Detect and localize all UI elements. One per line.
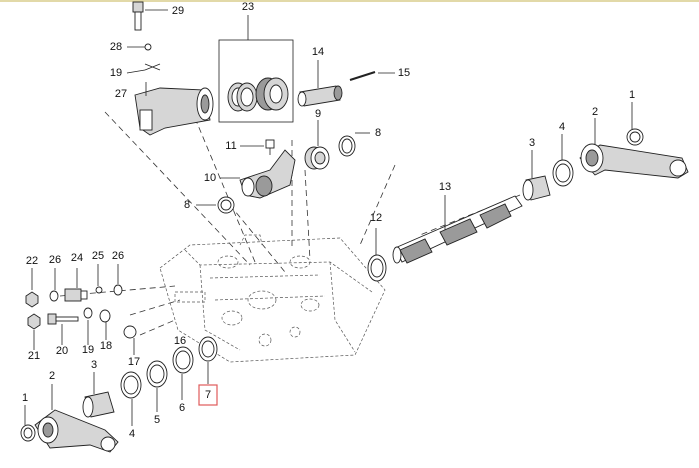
part-25-washer [95,264,103,294]
callout-5: 5 [154,414,160,426]
part-7-ring [198,336,218,384]
part-18-washer [99,309,111,340]
callout-3: 3 [91,359,97,371]
callout-27: 27 [115,88,127,100]
part-12-ring [367,228,387,282]
callout-26: 26 [49,254,61,266]
part-10-elbow [220,149,296,199]
part-20-bolt [47,313,79,345]
callout-21: 21 [28,350,40,362]
part-23-rings [227,77,289,112]
part-29-rod [132,1,168,31]
part-19-washer [83,307,93,345]
part-4-ring-right [552,134,574,187]
callout-16: 16 [174,335,186,347]
callout-7: 7 [205,389,211,401]
callout-9: 9 [315,108,321,120]
callout-13: 13 [439,181,451,193]
callout-11: 11 [225,140,236,152]
box-23-outline [218,15,294,123]
part-26-washer-a [49,268,59,302]
part-22-nut [25,268,39,308]
callout-2: 2 [49,370,55,382]
part-2-lever-left [34,384,119,453]
callout-19: 19 [82,344,94,356]
callout-14: 14 [312,46,324,58]
part-11-bolt [240,139,275,155]
callout-19: 19 [110,67,122,79]
callout-28: 28 [110,41,122,53]
transmission-housing [159,234,386,363]
assembly-dashed-lines [59,111,521,336]
callout-8: 8 [375,127,381,139]
callout-1: 1 [629,89,635,101]
callout-24: 24 [71,252,83,264]
part-2-lever-right [579,118,689,179]
callout-3: 3 [529,137,535,149]
callout-26: 26 [112,250,124,262]
callout-labels: 1 2 3 4 8 8 9 10 11 12 13 14 15 23 27 19… [22,1,635,440]
callout-17: 17 [128,356,140,368]
callout-18: 18 [100,340,112,352]
part-15-pin [349,71,395,81]
part-5-ring [146,360,168,412]
part-8-ring-top [338,132,370,157]
part-27-housing [134,82,214,136]
callout-2: 2 [592,106,598,118]
callout-23: 23 [242,1,254,13]
part-14-piston [297,60,343,107]
part-3-sleeve-right [522,150,551,201]
part-28-pin [127,43,152,51]
callout-10: 10 [204,172,216,184]
part-13-shaft [392,195,523,264]
part-1-ring-left [20,405,36,442]
part-3-sleeve-left [82,372,115,418]
callout-4: 4 [129,428,135,440]
callout-22: 22 [26,255,38,267]
callout-1: 1 [22,392,28,404]
part-26-washer-b [113,264,123,296]
callout-8: 8 [184,199,190,211]
callout-6: 6 [179,402,185,414]
top-border [0,0,699,2]
part-21-nut [27,313,41,350]
part-4-ring-left [120,371,142,426]
part-24-valve [64,268,88,302]
callout-25: 25 [92,250,104,262]
part-17-ring [123,325,137,355]
callout-20: 20 [56,345,68,357]
part-19-top-spring [126,63,161,74]
callout-4: 4 [559,121,565,133]
part-9-bushing [304,120,330,170]
part-16-ring [172,346,194,374]
highlight-box-7 [198,384,218,406]
part-1-ring-right [626,102,644,146]
callout-15: 15 [398,67,410,79]
callout-12: 12 [370,212,382,224]
part-8-ring-left [196,196,235,214]
callout-29: 29 [172,5,184,17]
